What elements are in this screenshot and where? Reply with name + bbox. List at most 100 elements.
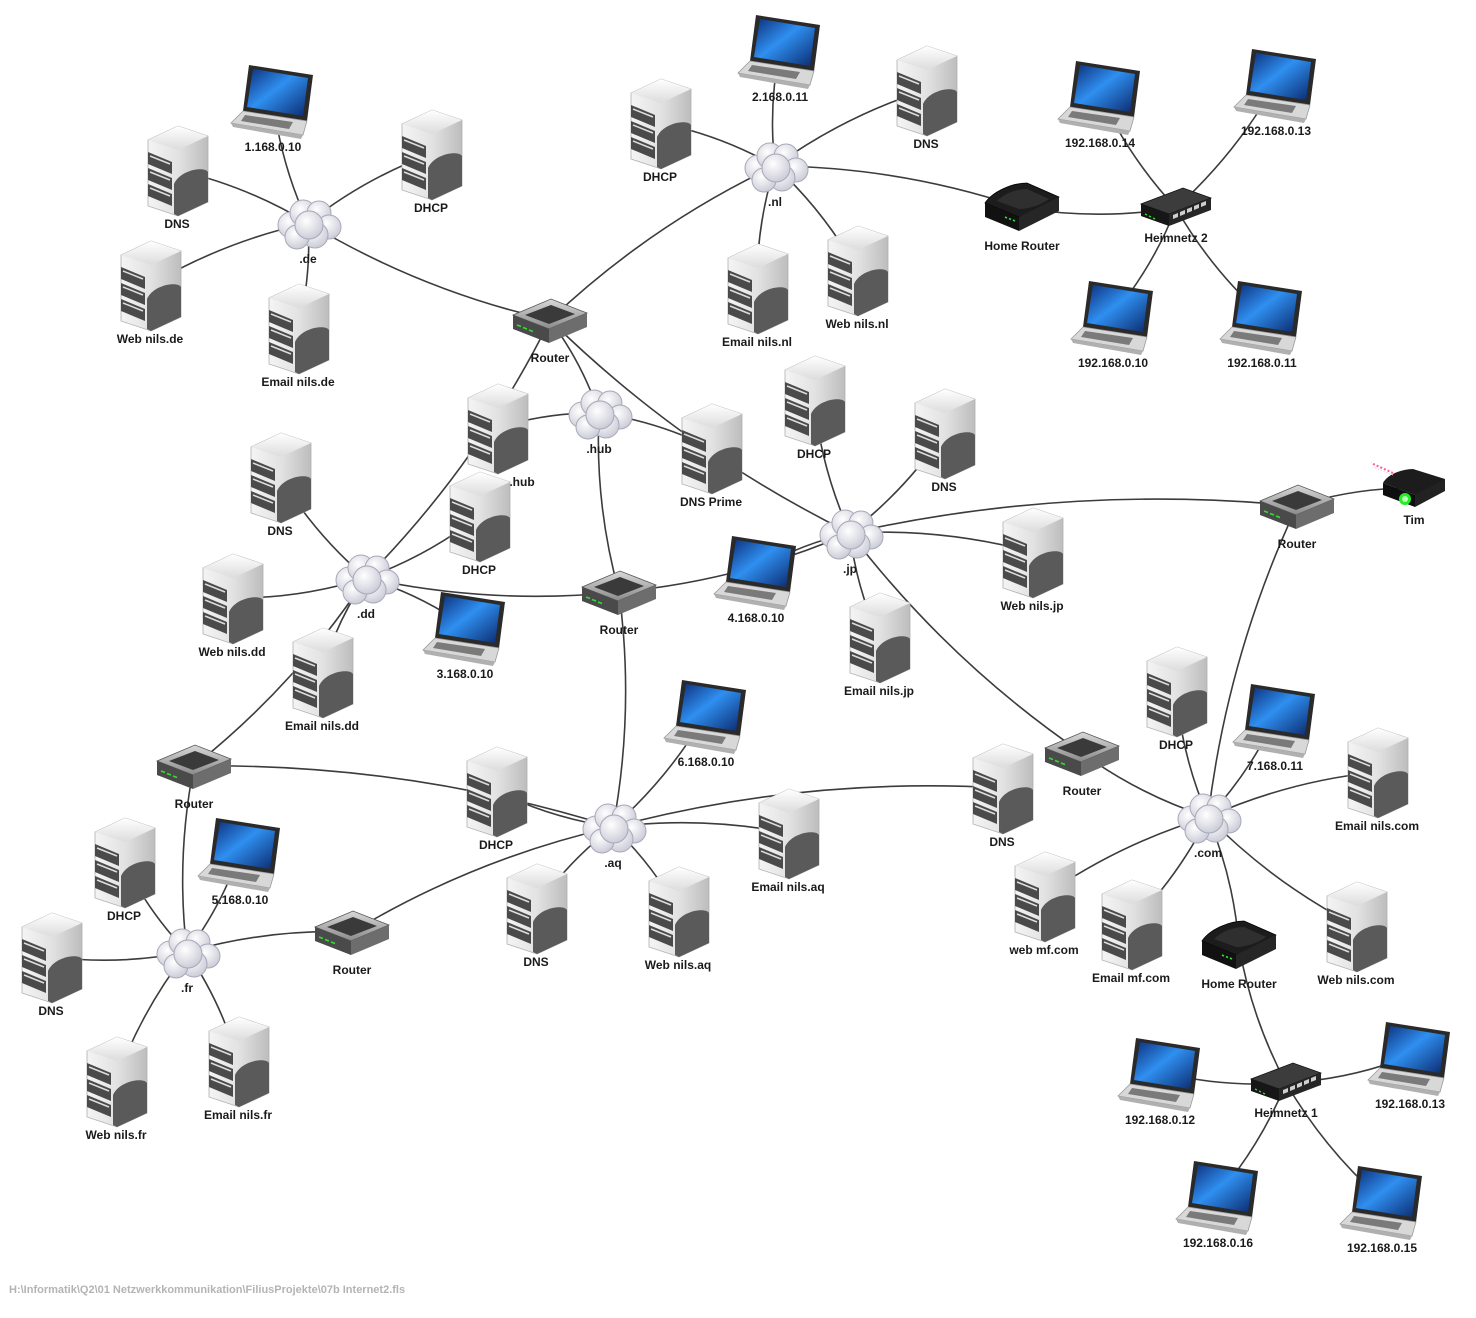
node-aq-pc[interactable]: 6.168.0.10 [663,679,747,769]
node-label: Email nils.dd [285,719,359,733]
node-dd-dhcp[interactable]: DHCP [449,471,511,577]
file-path-footer: H:\Informatik\Q2\01 Netzwerkkommunikatio… [9,1284,406,1296]
node-jp-mail[interactable]: Email nils.jp [844,592,914,698]
node-home-router2[interactable]: Home Router [984,182,1060,253]
node-hub-cloud[interactable]: .hub [568,389,633,456]
link-nl_cloud-home_router2 [774,165,1023,209]
node-label: DNS [913,137,938,151]
node-label: 5.168.0.10 [212,893,269,907]
node-h2-pc11[interactable]: 192.168.0.11 [1219,280,1303,370]
link-de_cloud-router_top [307,222,551,321]
node-com-dns[interactable]: DNS [972,743,1034,849]
server-icon [648,866,710,958]
node-switch1[interactable]: Heimnetz 1 [1250,1062,1322,1120]
node-aq-web[interactable]: Web nils.aq [645,866,711,972]
node-fr-mail[interactable]: Email nils.fr [204,1016,272,1122]
node-aq-cloud[interactable]: .aq [582,803,647,870]
node-de-mail[interactable]: Email nils.de [261,283,335,389]
node-dd-web[interactable]: Web nils.dd [198,553,266,659]
node-hub-srv[interactable]: .hub [467,383,535,489]
node-h2-pc14[interactable]: 192.168.0.14 [1057,60,1141,150]
node-label: 192.168.0.11 [1227,356,1297,370]
link-router_mid-aq_cloud [612,591,627,828]
node-com-dhcp[interactable]: DHCP [1146,646,1208,752]
node-de-web[interactable]: Web nils.de [117,240,184,346]
node-h1-pc15[interactable]: 192.168.0.15 [1339,1165,1423,1255]
node-label: Email nils.fr [204,1108,272,1122]
node-de-cloud[interactable]: .de [277,199,342,266]
node-com-mail[interactable]: Email nils.com [1335,727,1419,833]
node-tim[interactable]: Tim [1370,462,1446,527]
node-label: Email mf.com [1092,971,1170,985]
node-label: Web nils.nl [825,317,888,331]
node-label: 192.168.0.16 [1183,1236,1253,1250]
node-nl-dhcp[interactable]: DHCP [630,78,692,184]
link-hub_cloud-router_mid [597,412,620,593]
node-fr-web[interactable]: Web nils.fr [85,1036,148,1142]
node-label: Email nils.de [261,375,335,389]
node-com-pc[interactable]: 7.168.0.11 [1232,683,1316,773]
link-dd_cloud-router_mid [365,577,620,598]
server-icon [1014,851,1076,943]
laptop-icon [1233,48,1317,124]
server-icon [449,471,511,563]
node-router-com[interactable]: Router [1044,731,1120,798]
switch-icon [1250,1062,1322,1102]
node-de-dhcp[interactable]: DHCP [401,109,463,215]
node-h1-pc16[interactable]: 192.168.0.16 [1175,1160,1259,1250]
node-router-left[interactable]: Router [156,744,232,811]
node-com-webmf[interactable]: web mf.com [1008,851,1079,957]
node-de-dns[interactable]: DNS [147,125,209,231]
switch-icon [1140,187,1212,227]
node-jp-dhcp[interactable]: DHCP [784,355,846,461]
node-router-mid[interactable]: Router [581,570,657,637]
node-label: DHCP [414,201,448,215]
node-jp-cloud[interactable]: .jp [819,509,884,576]
node-label: .dd [357,607,375,621]
node-fr-cloud[interactable]: .fr [156,928,221,995]
node-fr-pc[interactable]: 5.168.0.10 [197,817,281,907]
server-icon [681,403,743,495]
node-de-pc[interactable]: 1.168.0.10 [230,64,314,154]
node-dd-dns[interactable]: DNS [250,432,312,538]
server-icon [268,283,330,375]
node-hub-dns[interactable]: DNS Prime [680,403,743,509]
node-fr-dhcp[interactable]: DHCP [94,817,156,923]
node-com-cloud[interactable]: .com [1177,793,1242,860]
server-icon [1002,507,1064,599]
node-com-mailmf[interactable]: Email mf.com [1092,879,1170,985]
node-h1-pc13[interactable]: 192.168.0.13 [1367,1021,1451,1111]
node-aq-dns[interactable]: DNS [506,863,568,969]
node-dd-pc[interactable]: 3.168.0.10 [422,591,506,681]
node-nl-mail[interactable]: Email nils.nl [722,243,792,349]
node-nl-dns[interactable]: DNS [896,45,958,151]
node-aq-dhcp[interactable]: DHCP [466,746,528,852]
node-nl-cloud[interactable]: .nl [744,142,809,209]
node-dd-cloud[interactable]: .dd [335,554,400,621]
node-jp-dns[interactable]: DNS [914,388,976,494]
laptop-icon [1057,60,1141,136]
node-label: Web nils.de [117,332,184,346]
node-router-tim[interactable]: Router [1259,484,1335,551]
node-h1-pc12[interactable]: 192.168.0.12 [1117,1037,1201,1127]
server-icon [208,1016,270,1108]
node-router-fr[interactable]: Router [314,910,390,977]
laptop-icon [1070,280,1154,356]
node-nl-pc[interactable]: 2.168.0.11 [737,14,821,104]
node-nl-web[interactable]: Web nils.nl [825,225,889,331]
node-dd-mail[interactable]: Email nils.dd [285,627,359,733]
server-icon [1146,646,1208,738]
server-icon [202,553,264,645]
node-jp-pc[interactable]: 4.168.0.10 [713,535,797,625]
node-h2-pc10[interactable]: 192.168.0.10 [1070,280,1154,370]
node-jp-web[interactable]: Web nils.jp [1000,507,1064,613]
node-fr-dns[interactable]: DNS [21,912,83,1018]
node-aq-mail[interactable]: Email nils.aq [751,788,825,894]
node-switch2[interactable]: Heimnetz 2 [1140,187,1212,245]
server-icon [467,383,529,475]
node-h2-pc13[interactable]: 192.168.0.13 [1233,48,1317,138]
node-home-router1[interactable]: Home Router [1201,920,1277,991]
server-icon [630,78,692,170]
node-router-top[interactable]: Router [512,298,588,365]
node-com-web[interactable]: Web nils.com [1317,881,1395,987]
